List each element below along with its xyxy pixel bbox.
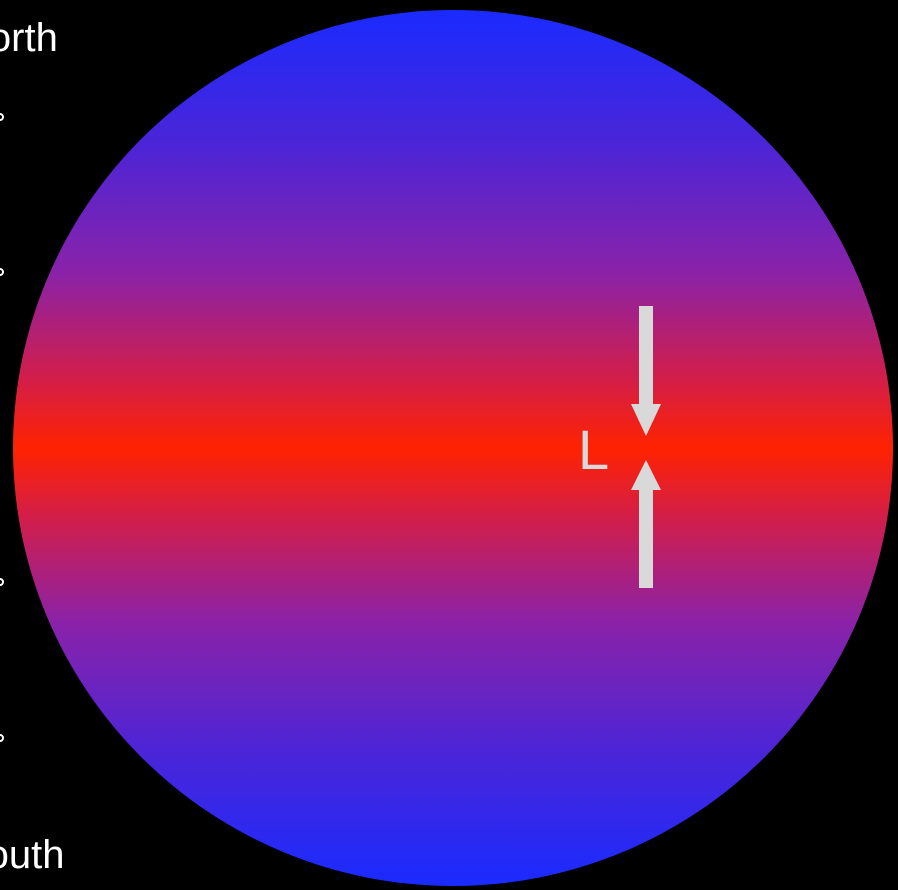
latitude-tick [0, 734, 4, 742]
arrow-down-icon [631, 306, 661, 436]
south-pole-label: South [0, 833, 65, 877]
north-pole-label: North [0, 16, 58, 60]
latitude-tick [0, 113, 4, 121]
low-pressure-label: L [578, 418, 610, 481]
latitude-tick [0, 268, 4, 276]
arrow-up-icon [631, 460, 661, 588]
planet-disc [13, 10, 893, 886]
latitude-tick [0, 578, 4, 586]
